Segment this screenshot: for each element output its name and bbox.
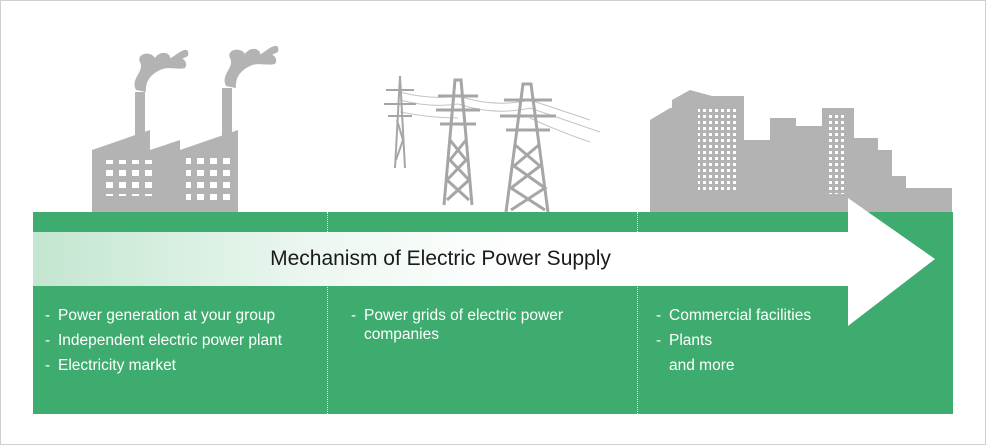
- column-divider: [327, 212, 328, 414]
- list-item: Commercial facilities: [656, 306, 846, 325]
- list-item: Electricity market: [45, 356, 320, 375]
- transmission-tower-icon: [384, 75, 601, 213]
- and-more-note: and more: [669, 357, 735, 374]
- diagram-title: Mechanism of Electric Power Supply: [270, 247, 611, 270]
- list-item: Power grids of electric power companies: [351, 306, 609, 344]
- factory-icon: [92, 45, 279, 212]
- stage-consumption: Commercial facilities Plants and more: [656, 306, 846, 375]
- column-divider: [637, 212, 638, 414]
- list-item: Power generation at your group: [45, 306, 320, 325]
- list-item: Plants: [656, 331, 846, 350]
- stage-transmission: Power grids of electric power companies: [351, 306, 611, 350]
- stage-generation: Power generation at your group Independe…: [45, 306, 320, 381]
- city-buildings-icon: [650, 90, 952, 212]
- list-item: Independent electric power plant: [45, 331, 288, 350]
